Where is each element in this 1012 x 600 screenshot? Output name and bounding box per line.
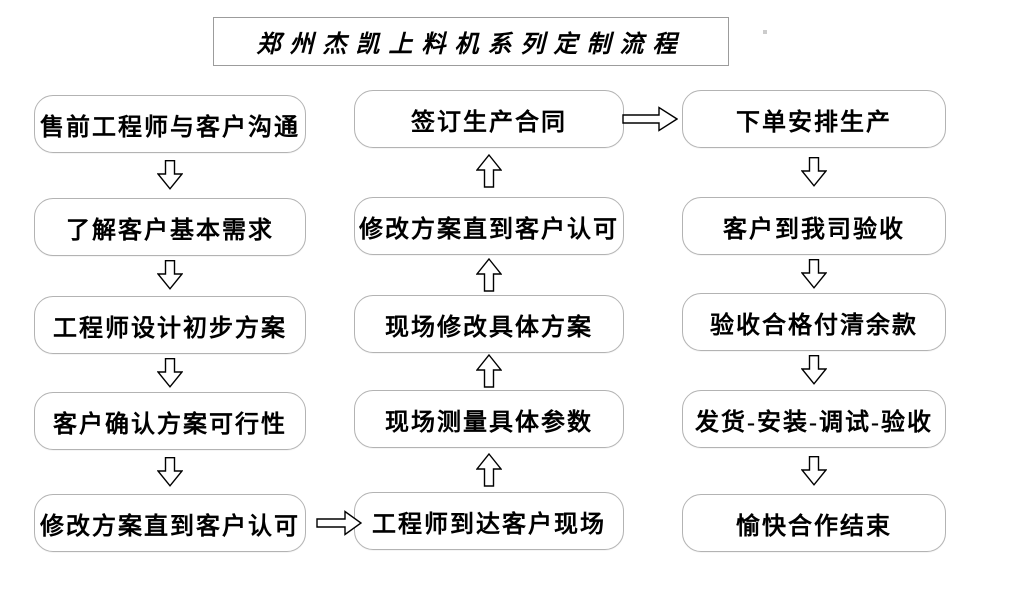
arrow-down-icon [156, 358, 184, 388]
arrow-up-icon [475, 353, 503, 388]
arrow-down-icon [800, 259, 828, 289]
node-label: 修改方案直到客户认可 [40, 513, 300, 540]
page-title: 郑州杰凯上料机系列定制流程 [256, 32, 686, 58]
node-onsite-measure-params: 现场测量具体参数 [354, 390, 624, 448]
node-happy-cooperation-end: 愉快合作结束 [682, 494, 946, 552]
node-presales-communication: 售前工程师与客户沟通 [34, 95, 306, 153]
node-label: 工程师到达客户现场 [372, 511, 606, 538]
artifact-dot [763, 30, 767, 34]
node-engineer-arrives-site: 工程师到达客户现场 [354, 492, 624, 550]
node-label: 售前工程师与客户沟通 [40, 114, 300, 141]
arrow-right-icon [622, 106, 679, 132]
node-revise-until-approved-onsite: 修改方案直到客户认可 [354, 197, 624, 255]
node-label: 签订生产合同 [411, 109, 567, 136]
node-label: 客户确认方案可行性 [53, 411, 287, 438]
arrow-up-icon [475, 257, 503, 292]
arrow-down-icon [800, 157, 828, 187]
node-label: 下单安排生产 [736, 109, 892, 136]
arrow-up-icon [475, 153, 503, 188]
node-label: 客户到我司验收 [723, 216, 905, 243]
node-place-order: 下单安排生产 [682, 90, 946, 148]
arrow-down-icon [800, 456, 828, 486]
node-label: 现场修改具体方案 [385, 314, 593, 341]
node-label: 验收合格付清余款 [710, 312, 918, 339]
node-customer-acceptance: 客户到我司验收 [682, 197, 946, 255]
arrow-right-icon [316, 510, 363, 536]
arrow-down-icon [800, 355, 828, 385]
node-ship-install-debug-accept: 发货-安装-调试-验收 [682, 390, 946, 448]
node-understand-needs: 了解客户基本需求 [34, 198, 306, 256]
arrow-down-icon [156, 160, 184, 190]
node-label: 了解客户基本需求 [66, 217, 274, 244]
arrow-down-icon [156, 260, 184, 290]
node-design-preliminary-plan: 工程师设计初步方案 [34, 296, 306, 354]
node-label: 愉快合作结束 [736, 513, 892, 540]
node-label: 工程师设计初步方案 [53, 315, 287, 342]
node-label: 现场测量具体参数 [385, 409, 593, 436]
arrow-up-icon [475, 452, 503, 487]
node-onsite-modify-plan: 现场修改具体方案 [354, 295, 624, 353]
node-label: 发货-安装-调试-验收 [695, 409, 933, 436]
node-label: 修改方案直到客户认可 [359, 216, 619, 243]
arrow-down-icon [156, 457, 184, 487]
title-box: 郑州杰凯上料机系列定制流程 [213, 17, 729, 66]
node-confirm-feasibility: 客户确认方案可行性 [34, 392, 306, 450]
node-revise-until-approved-presale: 修改方案直到客户认可 [34, 494, 306, 552]
node-sign-contract: 签订生产合同 [354, 90, 624, 148]
node-pay-balance: 验收合格付清余款 [682, 293, 946, 351]
